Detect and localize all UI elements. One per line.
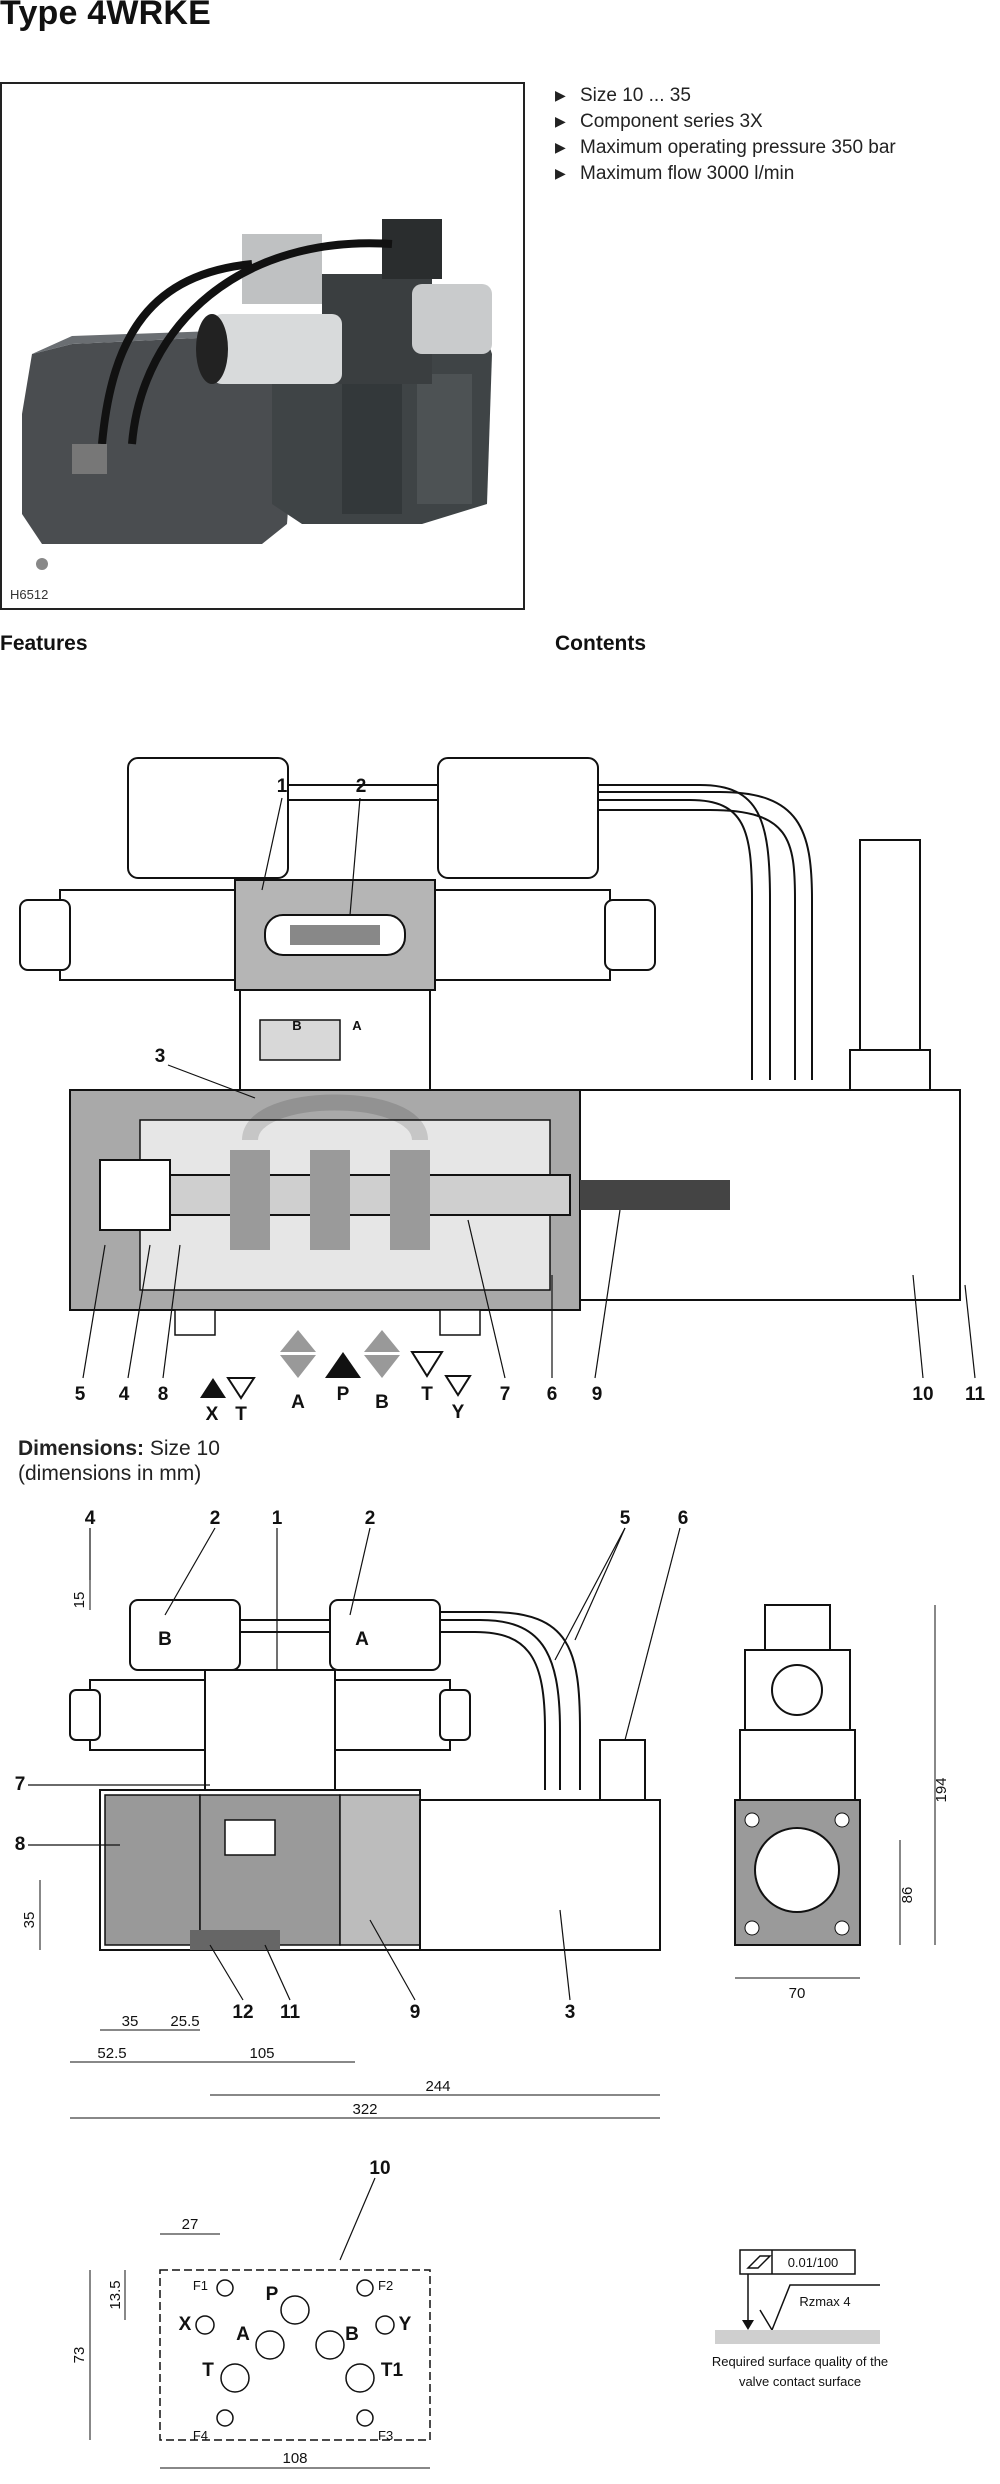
measure-86: 86 [899, 1887, 916, 1904]
port-t-symbol-icon [226, 1377, 256, 1400]
contact-surface [715, 2330, 880, 2344]
dim-callout-12: 12 [232, 2002, 253, 2023]
callout-5: 5 [75, 1384, 86, 1405]
callout-9: 9 [592, 1384, 603, 1405]
port-label-p: P [337, 1384, 350, 1405]
flatness-value: 0.01/100 [788, 2255, 839, 2270]
pattern-dim-27: 27 [182, 2216, 199, 2233]
bullet-triangle-icon: ▶ [555, 139, 566, 155]
measure-322: 322 [352, 2101, 377, 2118]
callout-8: 8 [158, 1384, 169, 1405]
port-b: B [345, 2324, 359, 2345]
pattern-callout-10: 10 [369, 2158, 390, 2179]
port-pattern-drawing: 10 27 13.5 73 108 F1 F2 P X A B Y T T1 F… [71, 2158, 888, 2469]
port-b-symbol-icon [364, 1330, 400, 1352]
pattern-dim-73: 73 [71, 2347, 88, 2364]
dim-callout-9: 9 [410, 2002, 421, 2023]
bullet-triangle-icon: ▶ [555, 87, 566, 103]
contents-heading: Contents [555, 632, 646, 655]
solenoid-a-label: A [355, 1629, 369, 1650]
port-y: Y [399, 2314, 412, 2335]
dim-callout-2-right: 2 [365, 1508, 376, 1529]
port-p: P [266, 2284, 279, 2305]
list-item: ▶Size 10 ... 35 [555, 82, 896, 108]
dim-callout-4: 4 [85, 1508, 96, 1529]
measure-70: 70 [789, 1985, 806, 2002]
photo-code: H6512 [10, 587, 49, 602]
dim-callout-7: 7 [15, 1774, 26, 1795]
port-label-a: A [291, 1392, 305, 1413]
dim-callout-2-left: 2 [210, 1508, 221, 1529]
surface-caption-1: Required surface quality of the [712, 2354, 888, 2369]
features-heading: Features [0, 632, 88, 655]
port-f1: F1 [193, 2278, 208, 2293]
port-label-t2: T [421, 1384, 433, 1405]
dim-callout-1: 1 [272, 1508, 283, 1529]
proportional-valve-photo-icon [22, 219, 492, 570]
surface-caption-2: valve contact surface [739, 2374, 861, 2389]
dim-callout-8: 8 [15, 1834, 26, 1855]
port-label-x: X [206, 1404, 219, 1420]
product-photo [0, 82, 525, 610]
list-item: ▶Maximum flow 3000 l/min [555, 160, 896, 186]
dim-callout-6: 6 [678, 1508, 689, 1529]
roughness-icon [759, 2284, 880, 2332]
dim-callout-11: 11 [280, 2002, 301, 2023]
measure-25-5: 25.5 [170, 2013, 199, 2030]
port-label-b: B [375, 1392, 389, 1413]
dim-callout-5: 5 [620, 1508, 631, 1529]
callout-11: 11 [965, 1384, 986, 1405]
port-f2: F2 [378, 2278, 393, 2293]
measure-52-5: 52.5 [97, 2045, 126, 2062]
features-list: ▶Size 10 ... 35 ▶Component series 3X ▶Ma… [555, 82, 896, 186]
port-label-t: T [235, 1404, 247, 1420]
port-x: X [179, 2314, 192, 2335]
valve-section-drawing: 1 2 3 4 5 6 7 8 9 10 11 B A X T A P B T … [19, 757, 986, 1420]
pattern-dim-13-5: 13.5 [107, 2280, 124, 2309]
port-t: T [202, 2360, 214, 2381]
roughness-value: Rzmax 4 [799, 2294, 850, 2309]
spool-port-a: A [352, 1018, 362, 1033]
callout-3: 3 [155, 1046, 166, 1067]
port-t2-symbol-icon [410, 1351, 444, 1378]
measure-105: 105 [249, 2045, 274, 2062]
callout-10: 10 [912, 1384, 933, 1405]
callout-6: 6 [547, 1384, 558, 1405]
measure-194: 194 [933, 1777, 950, 1802]
port-y-symbol-icon [444, 1375, 472, 1397]
port-t1: T1 [381, 2360, 404, 2381]
page-title: Type 4WRKE [0, 0, 212, 32]
port-a-symbol-icon [280, 1330, 316, 1352]
callout-4: 4 [119, 1384, 130, 1405]
measure-35: 35 [122, 2013, 139, 2030]
measure-15: 15 [71, 1592, 88, 1609]
bullet-triangle-icon: ▶ [555, 113, 566, 129]
measure-35-vertical: 35 [21, 1912, 38, 1929]
port-f3: F3 [378, 2428, 393, 2443]
callout-7: 7 [500, 1384, 511, 1405]
port-label-y: Y [452, 1402, 465, 1420]
port-x-symbol-icon [200, 1378, 226, 1398]
dimensions-drawing: 4 2 1 2 5 6 7 8 9 3 12 11 B A 15 35 35 2… [15, 1508, 950, 2119]
dimensions-heading: Dimensions: Size 10 (dimensions in mm) [18, 1437, 220, 1485]
flatness-icon [746, 2255, 772, 2269]
measure-244: 244 [425, 2078, 450, 2095]
callout-1: 1 [277, 776, 288, 797]
port-a: A [236, 2324, 250, 2345]
bullet-triangle-icon: ▶ [555, 165, 566, 181]
callout-2: 2 [356, 776, 367, 797]
pattern-dim-108: 108 [282, 2450, 307, 2467]
port-f4: F4 [193, 2428, 208, 2443]
solenoid-b-label: B [158, 1629, 172, 1650]
port-p-symbol-icon [325, 1352, 361, 1378]
list-item: ▶Maximum operating pressure 350 bar [555, 134, 896, 160]
flatness-frame [739, 2249, 856, 2275]
spool-port-b: B [292, 1018, 301, 1033]
list-item: ▶Component series 3X [555, 108, 896, 134]
dim-callout-3: 3 [565, 2002, 576, 2023]
